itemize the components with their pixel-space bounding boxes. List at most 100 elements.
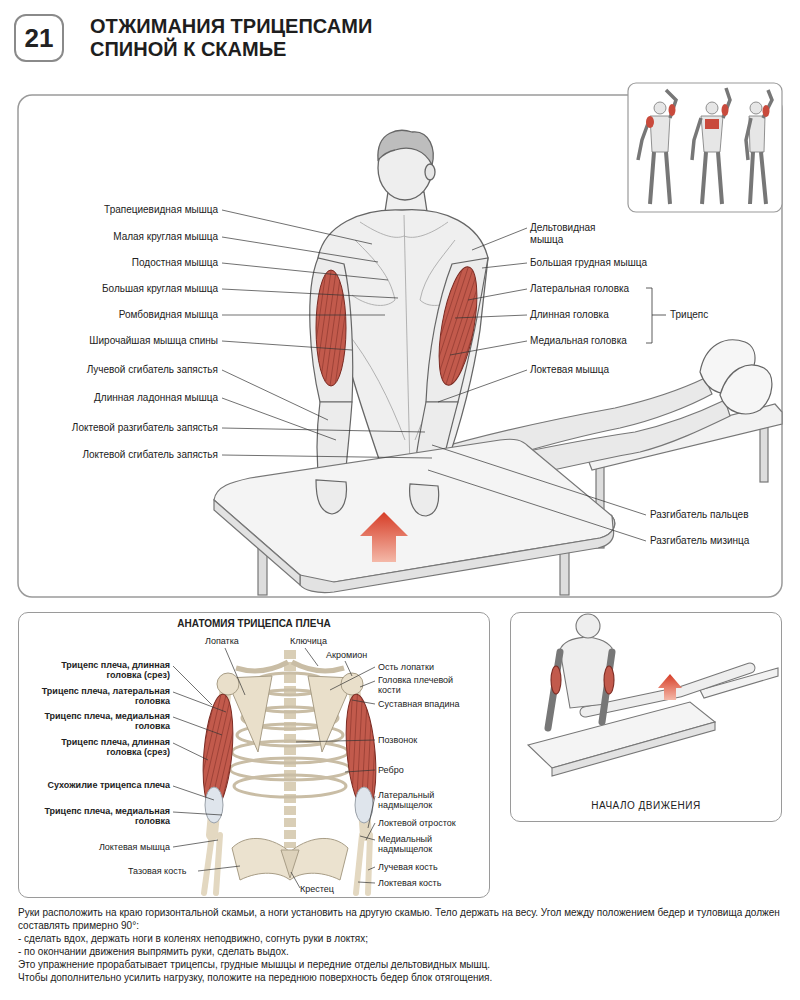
start-figure xyxy=(576,614,600,638)
mini-figure-muscle xyxy=(646,116,654,128)
bench xyxy=(214,500,300,585)
leader-line xyxy=(345,770,375,772)
leader-line xyxy=(198,866,240,871)
anatomy-label: Ключица xyxy=(290,636,327,646)
instruction-text: Руки расположить на краю горизонтальной … xyxy=(18,906,788,932)
leader-line xyxy=(222,237,378,262)
arm xyxy=(426,258,488,402)
muscle-label: Длинная ладонная мышца xyxy=(0,392,218,404)
leader-line xyxy=(366,823,375,840)
leader-line xyxy=(222,315,385,316)
anatomy-label: Тазовая кость xyxy=(128,866,186,876)
leader-line xyxy=(173,692,226,712)
hand xyxy=(316,480,439,516)
anatomy-panel: АНАТОМИЯ ТРИЦЕПСА ПЛЕЧА xyxy=(18,612,490,898)
leader-line xyxy=(368,796,375,828)
head xyxy=(378,130,435,200)
anatomy-label: Суставная впадина xyxy=(378,699,459,709)
anatomy-label: Трицепс плеча, латеральная головка xyxy=(35,686,170,707)
leader-line xyxy=(360,681,375,687)
head xyxy=(378,130,433,165)
mini-figure xyxy=(650,152,670,204)
muscle-label: Ромбовидная мышца xyxy=(0,309,218,321)
skeleton xyxy=(217,673,239,695)
leader-line xyxy=(222,341,352,350)
shoes xyxy=(720,365,772,414)
back-muscle-lines xyxy=(345,330,405,440)
anatomy-label: Трицепс плеча, медиальная головка xyxy=(35,711,170,732)
start-figure xyxy=(551,666,561,694)
skeleton xyxy=(204,835,212,893)
leader-line xyxy=(296,740,375,742)
triceps-muscle xyxy=(316,270,346,386)
mini-figure xyxy=(702,152,722,204)
skeleton xyxy=(204,835,370,893)
muscle-label: Трицепс xyxy=(670,309,708,321)
muscle-label: Трапециевидная мышца xyxy=(0,204,218,216)
mini-figure-muscle xyxy=(705,119,719,129)
exercise-number: 21 xyxy=(14,14,64,62)
leader-line xyxy=(468,289,527,300)
muscle-label: Большая круглая мышца xyxy=(0,283,218,295)
shoes xyxy=(700,340,772,414)
leader-line xyxy=(173,743,208,760)
anatomy-label: Трицепс плеча, длинная головка (срез) xyxy=(35,660,170,681)
bracket xyxy=(646,288,666,343)
page-title: ОТЖИМАНИЯ ТРИЦЕПСАМИ СПИНОЙ К СКАМЬЕ xyxy=(90,15,410,61)
mini-figure-muscle xyxy=(669,104,676,116)
anatomy-label: Локтевая кость xyxy=(378,878,441,888)
mini-figure xyxy=(654,102,666,114)
leader-line xyxy=(222,289,398,298)
mini-figure xyxy=(692,118,701,160)
skeleton xyxy=(234,775,346,797)
anatomy-label: Трицепс плеча, медиальная головка xyxy=(35,806,170,827)
anatomy-label: Ребро xyxy=(378,765,404,775)
muscle-label: Длинная головка xyxy=(530,309,609,321)
mini-figure xyxy=(701,116,723,152)
instruction-text: Это упражнение прорабатывает трицепсы, г… xyxy=(18,958,788,971)
far-bench xyxy=(760,422,768,482)
skeleton xyxy=(356,835,362,893)
box-text: НАЧАЛО ДВИЖЕНИЯ xyxy=(591,800,700,811)
skeleton xyxy=(368,835,370,893)
leader-line xyxy=(455,315,527,318)
leader-line xyxy=(222,370,328,420)
bench xyxy=(214,439,615,595)
anatomy-label: Лучевая кость xyxy=(378,862,438,872)
leader-line xyxy=(450,341,527,355)
muscle-label: Широчайшая мышца спины xyxy=(0,335,218,347)
box-text: 21 xyxy=(25,23,54,54)
tendon xyxy=(205,787,223,823)
muscle-label: Малая круглая мышца xyxy=(0,231,218,243)
leader-line xyxy=(222,428,425,432)
leader-line xyxy=(345,661,352,676)
hand xyxy=(410,484,439,516)
instruction-text: - сделать вдох, держать ноги в коленях н… xyxy=(18,932,788,945)
mini-figure xyxy=(706,102,718,114)
anatomy-label: Трицепс плеча, длинная головка (срез) xyxy=(35,737,170,758)
hand xyxy=(316,480,346,514)
anatomy-label: Лопатка xyxy=(205,636,239,646)
arm xyxy=(310,258,353,402)
direction-arrow xyxy=(658,674,682,700)
mini-figure xyxy=(750,152,766,204)
leader-line xyxy=(222,210,372,244)
muscle-label: Медиальная головка xyxy=(530,335,627,347)
mini-figure xyxy=(763,90,772,118)
anatomy-label: Головка плечевой кости xyxy=(378,675,478,696)
mini-figure-muscle xyxy=(646,104,770,129)
skeleton xyxy=(341,673,363,695)
leader-line xyxy=(173,840,218,847)
start-figure xyxy=(604,666,614,694)
muscle-label: Локтевая мышца xyxy=(530,364,609,376)
start-figure xyxy=(528,614,778,776)
start-figure xyxy=(548,652,612,728)
anatomy-label: Позвонок xyxy=(378,735,417,745)
triceps-muscle xyxy=(432,264,484,388)
muscle-label: Латеральная головка xyxy=(530,283,629,295)
instruction-text: Чтобы дополнительно усилить нагрузку, по… xyxy=(18,971,788,984)
leader-line xyxy=(352,700,375,704)
inset-frame xyxy=(628,83,782,212)
tendon xyxy=(205,787,373,823)
